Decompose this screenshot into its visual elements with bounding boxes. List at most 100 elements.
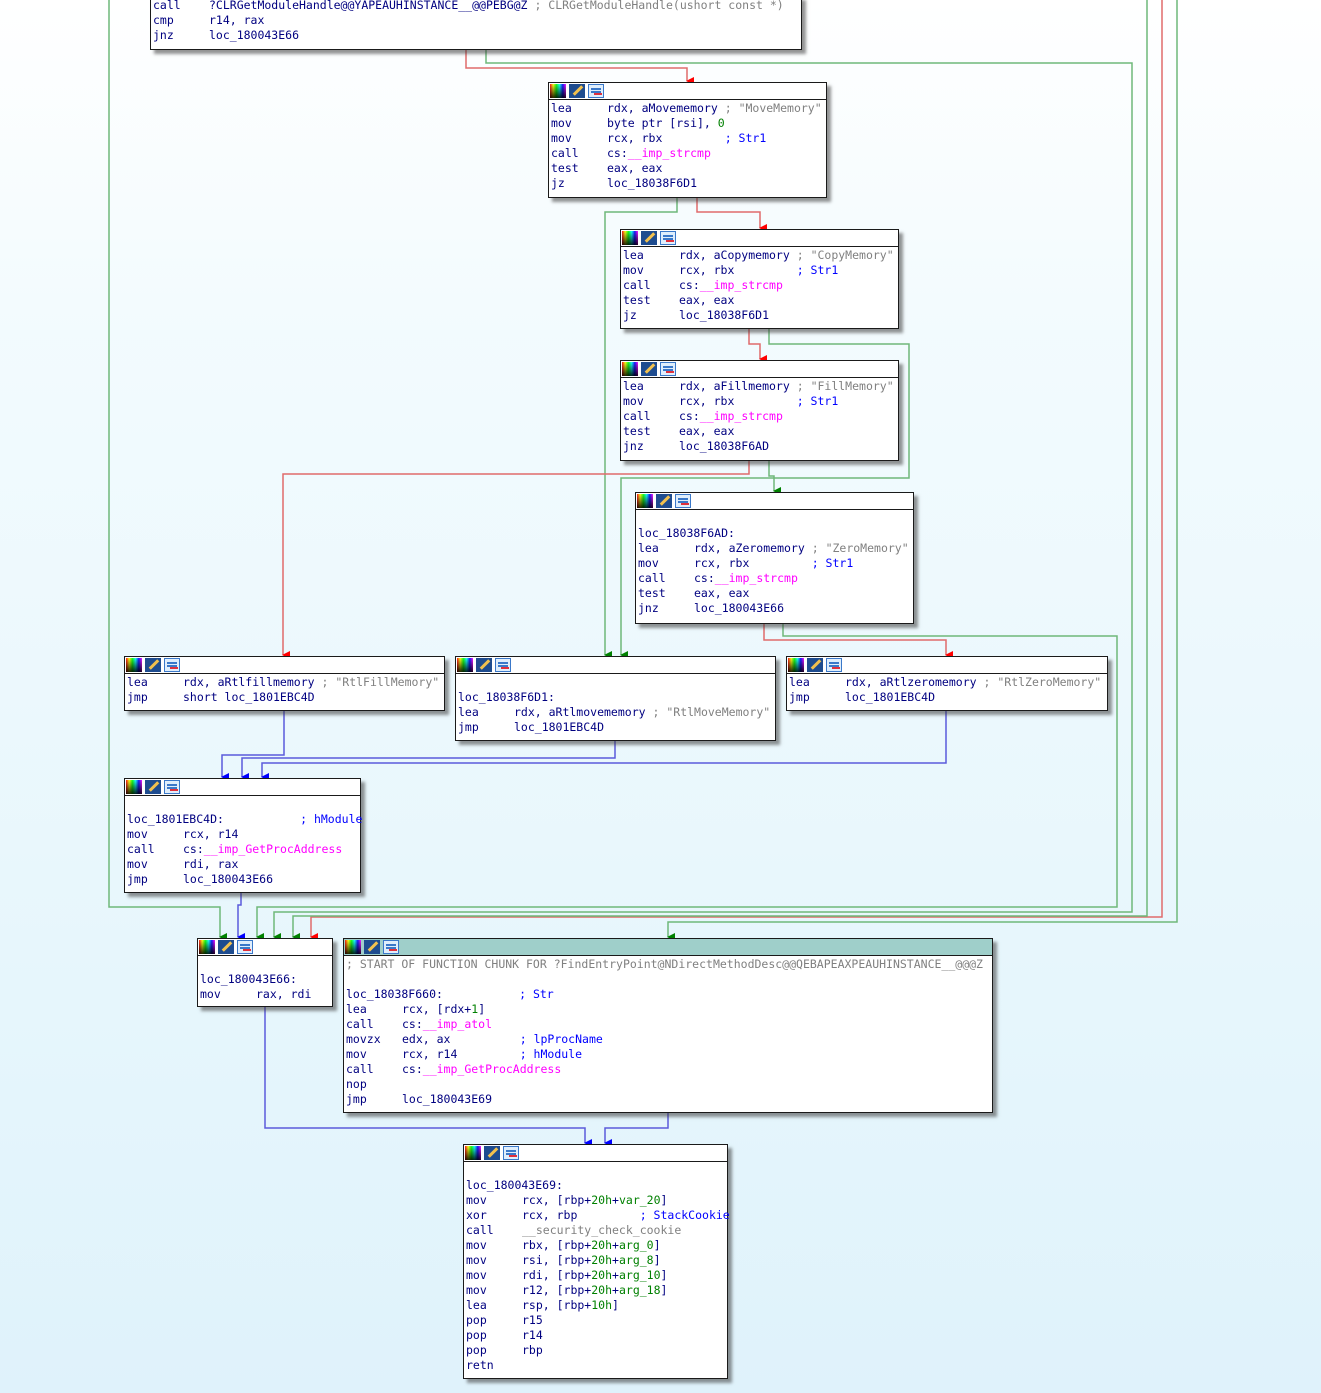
graph-view-icon[interactable] xyxy=(164,658,180,672)
graph-view-icon[interactable] xyxy=(503,1146,519,1160)
edit-pencil-icon[interactable] xyxy=(476,658,492,672)
instruction-line[interactable]: call__security_check_cookie xyxy=(466,1223,725,1238)
label-text[interactable]: loc_1801EBC4D: xyxy=(127,812,224,826)
color-palette-icon[interactable] xyxy=(126,780,142,794)
color-palette-icon[interactable] xyxy=(126,658,142,672)
graph-view-icon[interactable] xyxy=(383,940,399,954)
color-palette-icon[interactable] xyxy=(788,658,804,672)
block-function-chunk[interactable]: ; START OF FUNCTION CHUNK FOR ?FindEntry… xyxy=(343,938,993,1113)
graph-view-icon[interactable] xyxy=(237,940,253,954)
color-palette-icon[interactable] xyxy=(457,658,473,672)
edit-pencil-icon[interactable] xyxy=(364,940,380,954)
graph-view-icon[interactable] xyxy=(660,362,676,376)
color-palette-icon[interactable] xyxy=(637,494,653,508)
graph-view-icon[interactable] xyxy=(675,494,691,508)
edit-pencil-icon[interactable] xyxy=(145,658,161,672)
graph-view-icon[interactable] xyxy=(660,231,676,245)
instruction-line[interactable]: nop xyxy=(346,1077,990,1092)
edit-pencil-icon[interactable] xyxy=(641,231,657,245)
label-text[interactable]: loc_18038F6D1: xyxy=(458,690,555,704)
label-text[interactable]: loc_180043E66: xyxy=(200,972,297,986)
edit-pencil-icon[interactable] xyxy=(641,362,657,376)
instruction-line[interactable]: call?CLRGetModuleHandle@@YAPEAUHINSTANCE… xyxy=(153,0,799,13)
edit-pencil-icon[interactable] xyxy=(569,84,585,98)
color-palette-icon[interactable] xyxy=(550,84,566,98)
block-top[interactable]: call?CLRGetModuleHandle@@YAPEAUHINSTANCE… xyxy=(150,0,802,50)
graph-view-icon[interactable] xyxy=(495,658,511,672)
label-text[interactable]: loc_18038F660: xyxy=(346,987,443,1001)
edit-pencil-icon[interactable] xyxy=(656,494,672,508)
color-palette-icon[interactable] xyxy=(465,1146,481,1160)
edit-pencil-icon[interactable] xyxy=(484,1146,500,1160)
label-text[interactable]: loc_18038F6AD: xyxy=(638,526,735,540)
edit-pencil-icon[interactable] xyxy=(218,940,234,954)
color-palette-icon[interactable] xyxy=(622,362,638,376)
graph-view-icon[interactable] xyxy=(164,780,180,794)
color-palette-icon[interactable] xyxy=(345,940,361,954)
graph-view-icon[interactable] xyxy=(826,658,842,672)
color-palette-icon[interactable] xyxy=(622,231,638,245)
edit-pencil-icon[interactable] xyxy=(807,658,823,672)
instruction-line[interactable]: retn xyxy=(466,1358,725,1373)
graph-view-icon[interactable] xyxy=(588,84,604,98)
edit-pencil-icon[interactable] xyxy=(145,780,161,794)
label-text[interactable]: loc_180043E69: xyxy=(466,1178,563,1192)
